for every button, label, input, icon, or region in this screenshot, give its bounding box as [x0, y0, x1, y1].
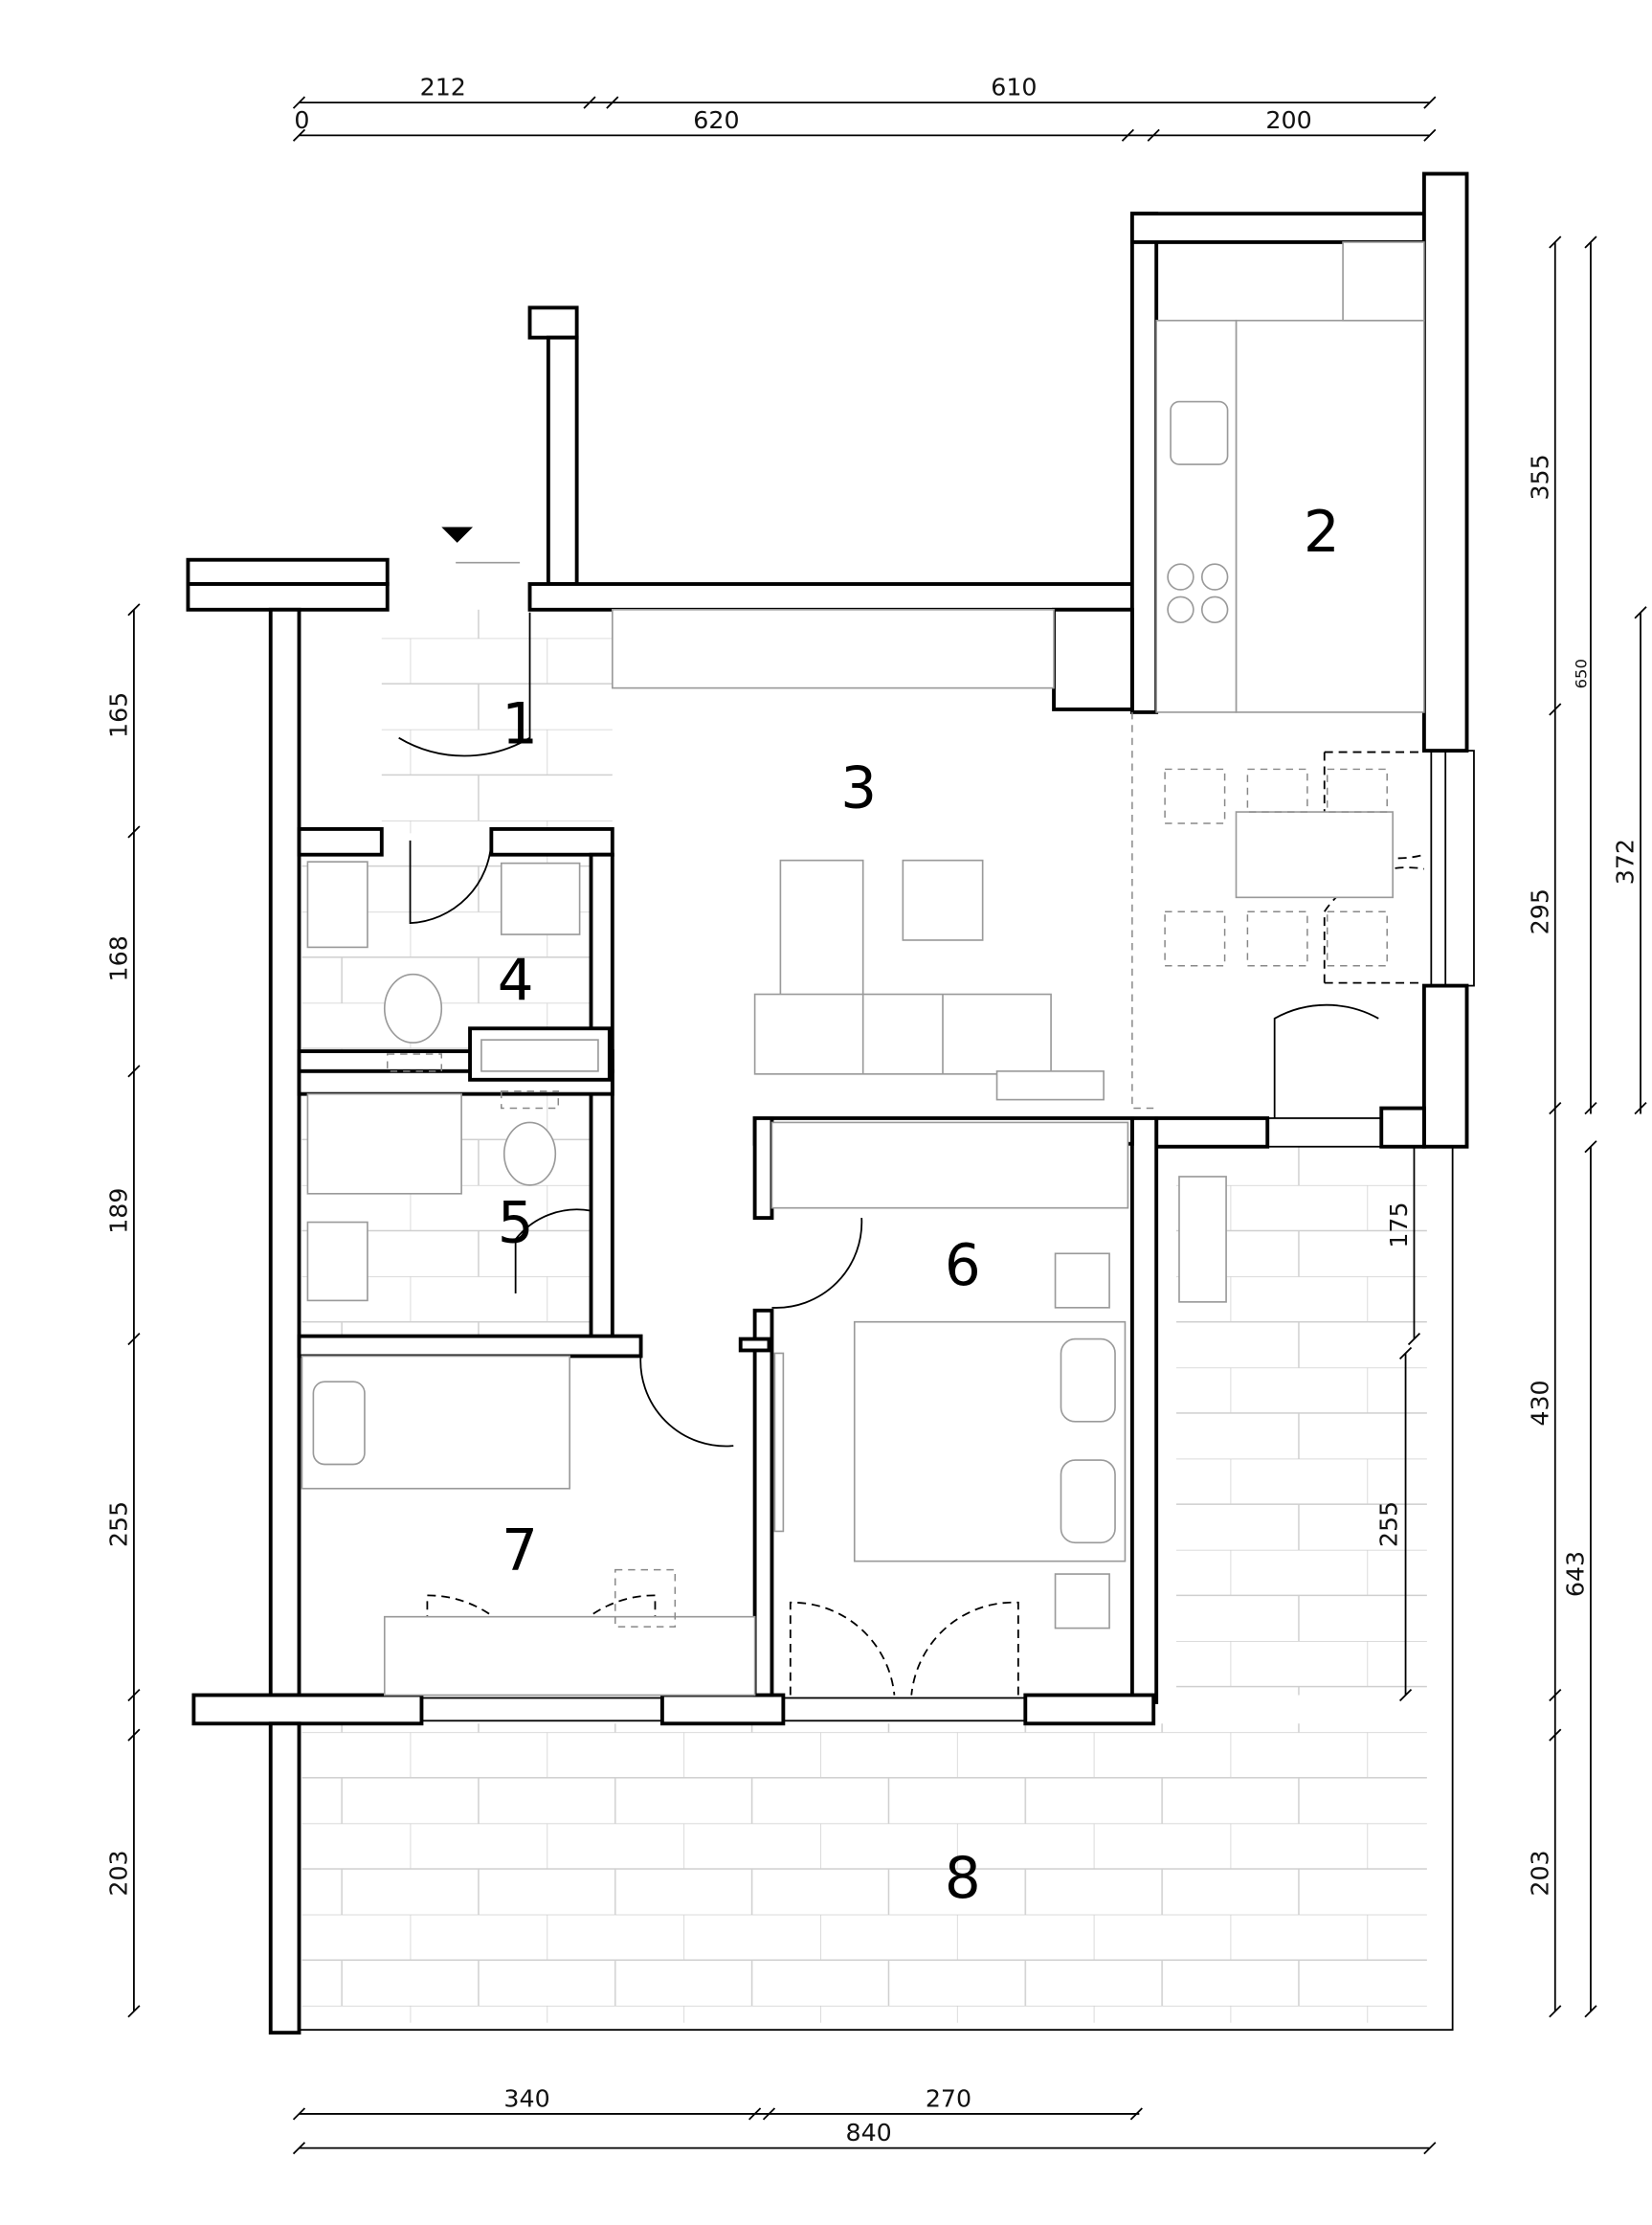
- room-label-5: 5: [498, 1190, 534, 1256]
- dim-left-165: 165: [104, 692, 132, 738]
- dim-left-203: 203: [104, 1850, 132, 1896]
- furniture: [301, 241, 1425, 1697]
- dim-top-0: 0: [294, 106, 309, 134]
- room-label-4: 4: [498, 948, 534, 1014]
- dim-right-175: 175: [1385, 1202, 1413, 1247]
- dim-top-200: 200: [1265, 106, 1311, 134]
- door-swings: [398, 612, 1425, 1696]
- room-label-7: 7: [502, 1518, 538, 1584]
- dim-left-168: 168: [104, 935, 132, 981]
- dim-bottom-270: 270: [926, 2085, 971, 2113]
- room-label-2: 2: [1304, 500, 1340, 566]
- entrance-arrow-icon: [441, 527, 474, 543]
- dim-left-189: 189: [104, 1188, 132, 1234]
- dim-right-430: 430: [1526, 1380, 1553, 1426]
- dim-right-372: 372: [1612, 839, 1640, 885]
- dim-right-643: 643: [1562, 1551, 1590, 1597]
- dim-right-355: 355: [1526, 454, 1553, 500]
- dim-right-255: 255: [1375, 1501, 1403, 1547]
- dim-right-650: 650: [1573, 659, 1591, 688]
- room-label-1: 1: [502, 692, 538, 758]
- dim-bottom-840: 840: [846, 2119, 892, 2146]
- dim-top-212: 212: [420, 74, 466, 101]
- dimension-lines: [127, 96, 1647, 2155]
- room-label-6: 6: [945, 1233, 981, 1299]
- room-label-8: 8: [945, 1846, 981, 1912]
- dim-bottom-340: 340: [503, 2085, 549, 2113]
- dim-right-203: 203: [1526, 1850, 1553, 1896]
- walls: [186, 171, 1469, 2035]
- dim-top-620: 620: [693, 106, 739, 134]
- dim-top-610: 610: [991, 74, 1037, 101]
- dim-right-295: 295: [1526, 888, 1553, 934]
- room-labels: 1 2 3 4 5 6 7 8: [498, 500, 1340, 1912]
- dimension-labels: 212 610 0 620 200 165 168 189 255 203 35…: [104, 74, 1639, 2147]
- room-label-3: 3: [840, 756, 877, 822]
- dim-left-255: 255: [104, 1501, 132, 1547]
